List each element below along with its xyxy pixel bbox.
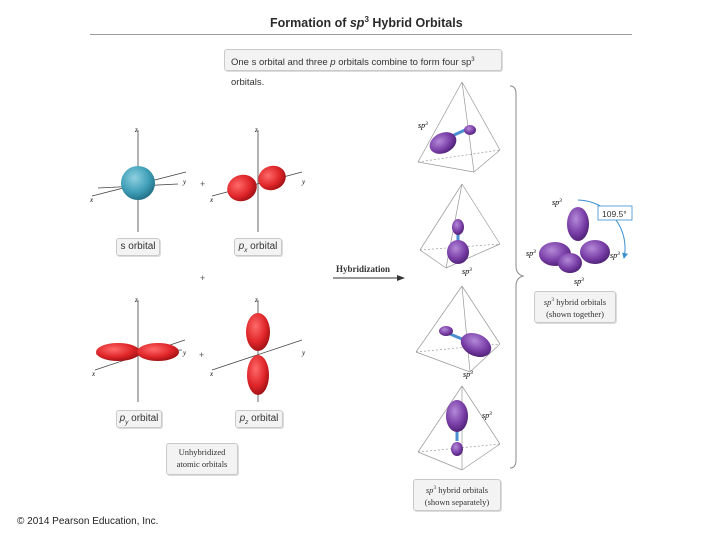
hybrid-lobe-2 [447, 240, 469, 264]
hybridization-label: Hybridization [336, 264, 391, 274]
s-orbital-label: s orbital [116, 238, 160, 256]
copyright-footer: © 2014 Pearson Education, Inc. [17, 516, 159, 527]
axis-y-label: y [301, 349, 306, 357]
tetrahedron-1 [417, 81, 501, 173]
combined-lobe-bottom [558, 253, 582, 273]
px-lobe-back [258, 165, 286, 191]
hybrid-lobe-4-minor [451, 442, 463, 456]
py-lobe-left [96, 343, 140, 361]
unhybridized-label: Unhybridized atomic orbitals [166, 443, 238, 475]
combined-lobe-top [567, 207, 589, 241]
sp3-combined [539, 199, 628, 273]
axis-y-label: y [301, 178, 306, 186]
plus-sign: + [200, 273, 205, 283]
pz-orbital-label: pz orbital [235, 410, 283, 428]
axis-x-label: x [209, 196, 214, 204]
title-divider [90, 34, 632, 35]
sp3-label: sp3 [552, 198, 562, 207]
py-lobe-right [137, 343, 179, 361]
axis-y-label: y [182, 349, 187, 357]
tetrahedron-3 [415, 285, 501, 373]
axis-z-label: z [134, 296, 138, 304]
hybrid-lobe-1 [429, 132, 457, 154]
pz-orbital-panel [211, 300, 303, 402]
sp3-label: sp3 [462, 267, 472, 276]
py-orbital-label: py orbital [116, 410, 162, 428]
axis-z-label: z [254, 126, 258, 134]
page-title: Formation of sp3 Hybrid Orbitals [270, 15, 463, 31]
sp3-label: sp3 [526, 249, 536, 258]
axis-z-label: z [134, 126, 138, 134]
px-orbital-panel [211, 130, 303, 232]
sp3-label: sp3 [463, 370, 473, 379]
plus-sign: + [200, 179, 205, 189]
group-brace [509, 85, 525, 469]
sp3-label: sp3 [610, 251, 620, 260]
pz-lobe-bottom [247, 355, 269, 395]
shown-together-label: sp3 hybrid orbitals (shown together) [534, 291, 616, 323]
sp3-label: sp3 [482, 411, 492, 420]
intro-caption: One s orbital and three p orbitals combi… [224, 49, 502, 88]
plus-sign: + [199, 350, 204, 360]
sp3-label: sp3 [418, 121, 428, 130]
angle-box [597, 205, 633, 221]
s-orbital-panel [91, 130, 187, 232]
hybrid-lobe-4 [446, 400, 468, 432]
hybrid-lobe-3 [460, 332, 492, 358]
sp3-label: sp3 [574, 277, 584, 286]
s-orbital-sphere [121, 166, 155, 200]
combined-lobe-right [580, 240, 610, 264]
px-orbital-label: px orbital [234, 238, 282, 256]
shown-separately-label: sp3 hybrid orbitals (shown separately) [413, 479, 501, 511]
hybrid-lobe-1-minor [464, 125, 476, 135]
axis-z-label: z [254, 296, 258, 304]
hybrid-lobe-2-minor [452, 219, 464, 235]
axis-x-label: x [89, 196, 94, 204]
axis-x-label: x [209, 370, 214, 378]
px-lobe-front [227, 174, 257, 202]
axis-y-label: y [182, 178, 187, 186]
axis-x-label: x [91, 370, 96, 378]
angle-label: 109.5° [602, 209, 627, 219]
pz-lobe-top [246, 313, 270, 351]
hybrid-lobe-3-minor [439, 326, 453, 336]
py-orbital-panel [94, 300, 186, 402]
